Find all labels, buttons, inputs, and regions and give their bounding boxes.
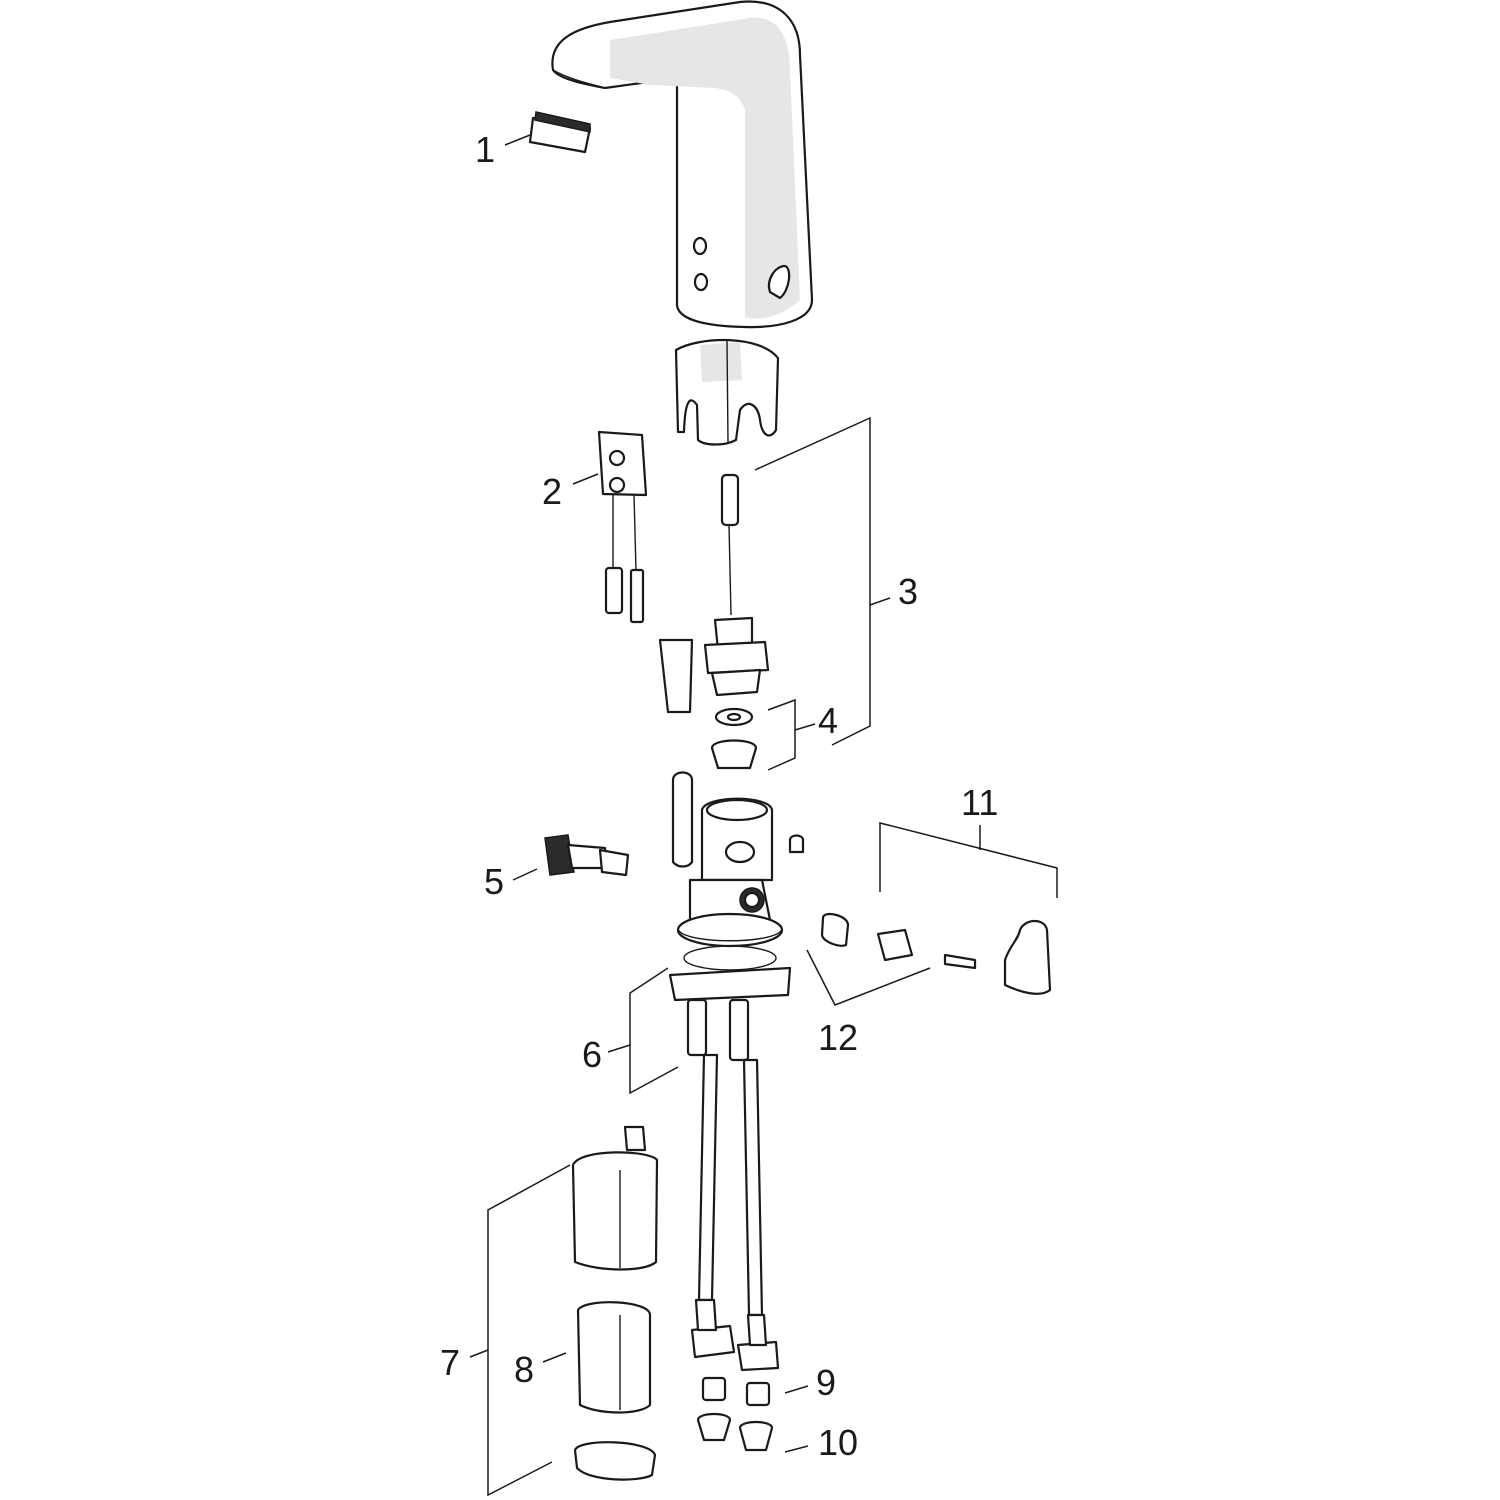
- part-7-battery-box: [469, 1125, 659, 1497]
- callout-4: 4: [818, 700, 839, 741]
- part-1-aerator: [504, 111, 592, 154]
- callout-7: 7: [440, 1342, 461, 1383]
- callout-3: 3: [898, 571, 919, 612]
- callout-11: 11: [961, 782, 999, 823]
- part-2-sensor-block: [572, 430, 648, 624]
- callout-9: 9: [816, 1362, 837, 1403]
- faucet-spout: [551, 0, 814, 329]
- part-9-check-valves: [701, 1376, 809, 1407]
- callout-5: 5: [484, 861, 505, 902]
- battery-lid: [573, 1441, 657, 1481]
- part-8-battery: [542, 1301, 652, 1414]
- part-5-cartridge: [512, 834, 630, 881]
- callout-10: 10: [818, 1422, 859, 1463]
- callout-6: 6: [582, 1034, 603, 1075]
- part-10-filter-inserts: [696, 1412, 809, 1453]
- callout-8: 8: [514, 1349, 535, 1390]
- callout-1: 1: [475, 129, 496, 170]
- part-6-leader: [629, 967, 679, 1095]
- valve-body: [668, 771, 805, 1062]
- supply-hoses: [690, 1053, 780, 1372]
- callout-12: 12: [818, 1017, 859, 1058]
- callout-2: 2: [542, 471, 563, 512]
- part-11-lever-set: [806, 822, 1058, 1006]
- part-3-solenoid: [658, 416, 891, 746]
- part-4-seal-filter: [710, 698, 816, 771]
- sleeve: [674, 338, 780, 446]
